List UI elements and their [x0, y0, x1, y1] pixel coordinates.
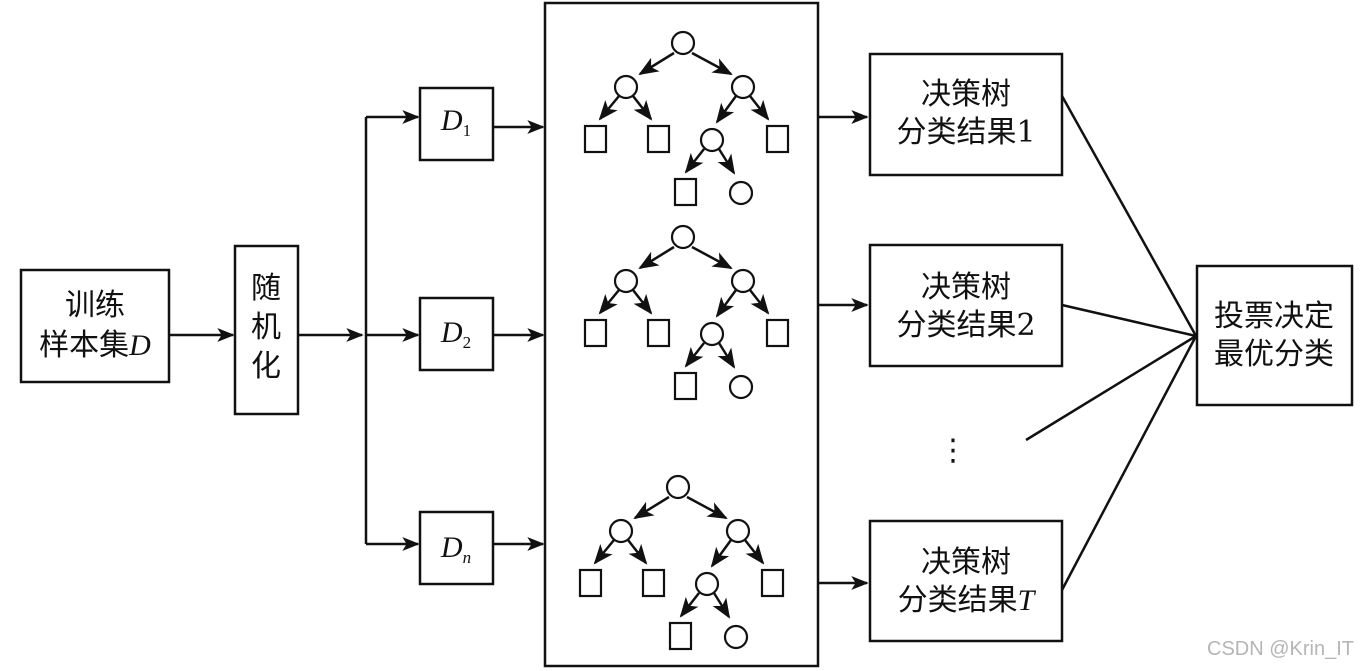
- subset-box-2: D2: [418, 296, 495, 372]
- randomize-char-3: 化: [251, 349, 281, 384]
- randomize-box: 随 机 化: [233, 244, 300, 416]
- vote-box: 投票决定 最优分类: [1195, 264, 1354, 407]
- randomize-char-1: 随: [251, 271, 281, 306]
- result-T-line1: 决策树: [921, 545, 1011, 580]
- result-1-line2: 分类结果1: [896, 115, 1035, 150]
- training-set-line1: 训练: [65, 288, 125, 323]
- result-T-line2: 分类结果T: [898, 583, 1037, 618]
- vote-line2: 最优分类: [1214, 337, 1334, 372]
- ellipsis: ⋮: [938, 433, 968, 468]
- watermark: CSDN @Krin_IT: [1207, 638, 1354, 660]
- subset-label-n: Dn: [440, 531, 471, 567]
- subset-box-n: Dn: [418, 510, 495, 586]
- subset-box-1: D1: [418, 86, 495, 162]
- result-box-1: 决策树 分类结果1: [868, 52, 1064, 177]
- result-2-line1: 决策树: [921, 270, 1011, 305]
- subset-label-1: D1: [440, 104, 471, 140]
- vote-connectors: [1025, 95, 1198, 591]
- training-set-box: 训练 样本集D: [19, 268, 171, 384]
- split-connector: [364, 110, 420, 551]
- subset-label-2: D2: [440, 316, 471, 352]
- randomize-char-2: 机: [251, 310, 281, 345]
- training-set-line2: 样本集D: [39, 328, 151, 363]
- vote-line1: 投票决定: [1214, 299, 1334, 334]
- result-box-T: 决策树 分类结果T: [868, 519, 1064, 643]
- result-box-2: 决策树 分类结果2: [868, 243, 1064, 368]
- result-2-line2: 分类结果2: [896, 308, 1035, 343]
- result-1-line1: 决策树: [921, 77, 1011, 112]
